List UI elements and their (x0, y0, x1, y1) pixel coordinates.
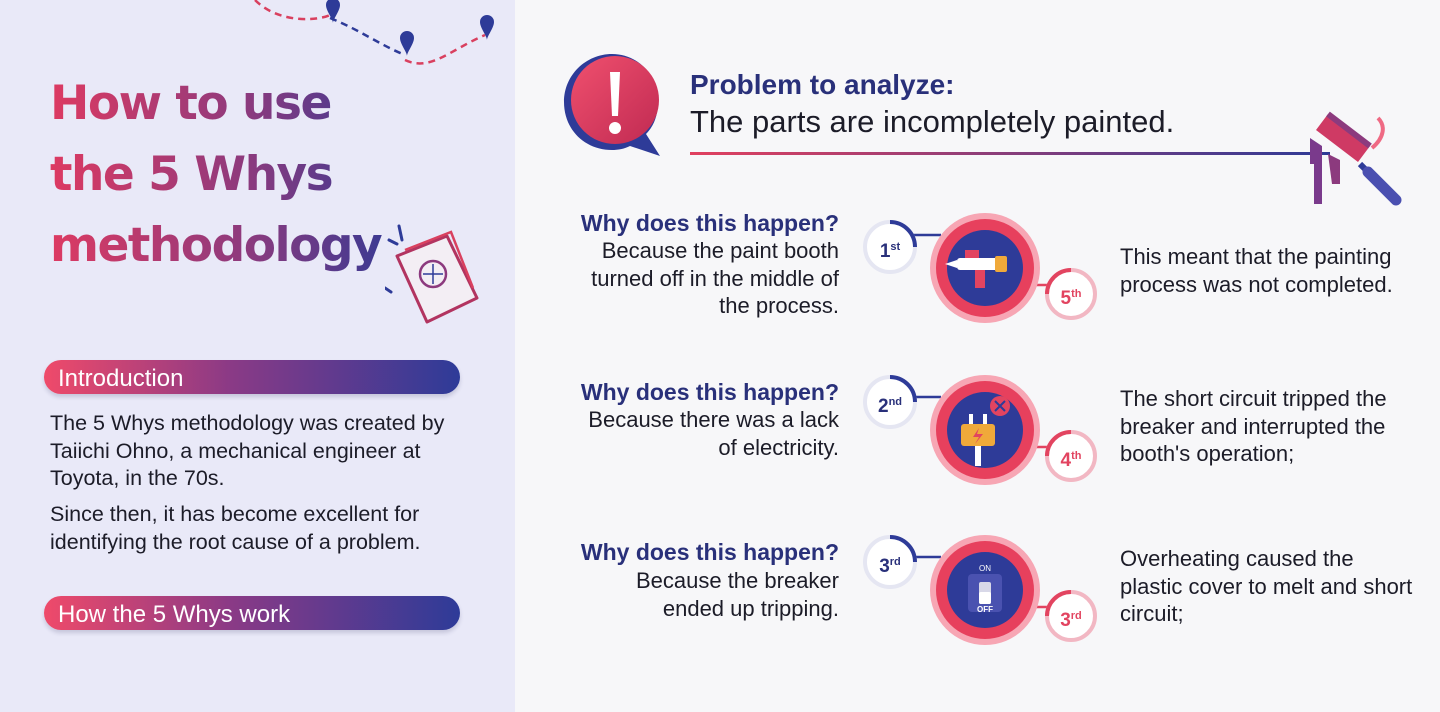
step-connector (863, 375, 1097, 485)
result-text-3: Overheating caused the plastic cover to … (1120, 546, 1413, 626)
close-icon (990, 396, 1010, 416)
title-line-3: methodology (50, 222, 410, 293)
intro-paragraph-2: Since then, it has become excellent for … (50, 502, 421, 554)
paint-gun-icon (945, 250, 1007, 288)
ordinal-badge-4: 4th (1060, 450, 1082, 471)
ordinal-badge-2: 2nd (877, 396, 903, 417)
ordinal-badge-1: 1st (879, 241, 901, 262)
alert-bubble-icon (564, 54, 660, 156)
why-step-1: 1st 5th (855, 198, 1115, 338)
why-question-3: Why does this happen? (580, 539, 839, 565)
why-question-1: Why does this happen? (580, 210, 839, 236)
title-line-2: the 5 Whys (50, 151, 410, 222)
plug-icon (961, 414, 995, 466)
switch-off-label: OFF (977, 605, 993, 614)
title-line-1: How to use (50, 80, 410, 151)
switch-on-label: ON (979, 564, 991, 573)
why-answer-2: Because there was a lack of electricity. (588, 407, 839, 460)
ordinal-badge-5: 5th (1060, 288, 1082, 309)
notebook-icon (385, 224, 479, 324)
how-section-label: How the 5 Whys work (44, 596, 460, 630)
how-label: How the 5 Whys work (58, 601, 291, 628)
why-step-3: ON OFF 3rd 3rd (855, 520, 1115, 660)
why-answer-3: Because the breaker ended up tripping. (635, 568, 839, 621)
problem-text: The parts are incompletely painted. (690, 104, 1175, 139)
why-question-2: Why does this happen? (580, 379, 839, 405)
ordinal-badge-3: 3rd (879, 556, 901, 577)
left-panel: How to use the 5 Whys methodology Introd… (0, 0, 515, 712)
breaker-switch-icon: ON OFF (968, 564, 1002, 614)
result-text-5: This meant that the painting process was… (1120, 244, 1393, 297)
map-route-icon (254, 0, 494, 65)
introduction-section-label: Introduction (44, 360, 460, 394)
step-connector: ON OFF (863, 535, 1097, 645)
why-answer-1: Because the paint booth turned off in th… (591, 238, 839, 318)
problem-divider (690, 152, 1330, 155)
location-pin-icon (326, 0, 494, 56)
ordinal-badge-3-result: 3rd (1060, 610, 1082, 631)
result-text-4: The short circuit tripped the breaker an… (1120, 386, 1387, 466)
paint-roller-icon (1310, 111, 1402, 206)
page-title: How to use the 5 Whys methodology (50, 80, 410, 293)
step-connector (863, 213, 1097, 323)
introduction-label: Introduction (58, 365, 184, 392)
problem-heading: Problem to analyze: (690, 69, 955, 100)
why-step-2: 2nd 4th (855, 360, 1115, 500)
intro-paragraph-1: The 5 Whys methodology was created by Ta… (50, 411, 445, 490)
